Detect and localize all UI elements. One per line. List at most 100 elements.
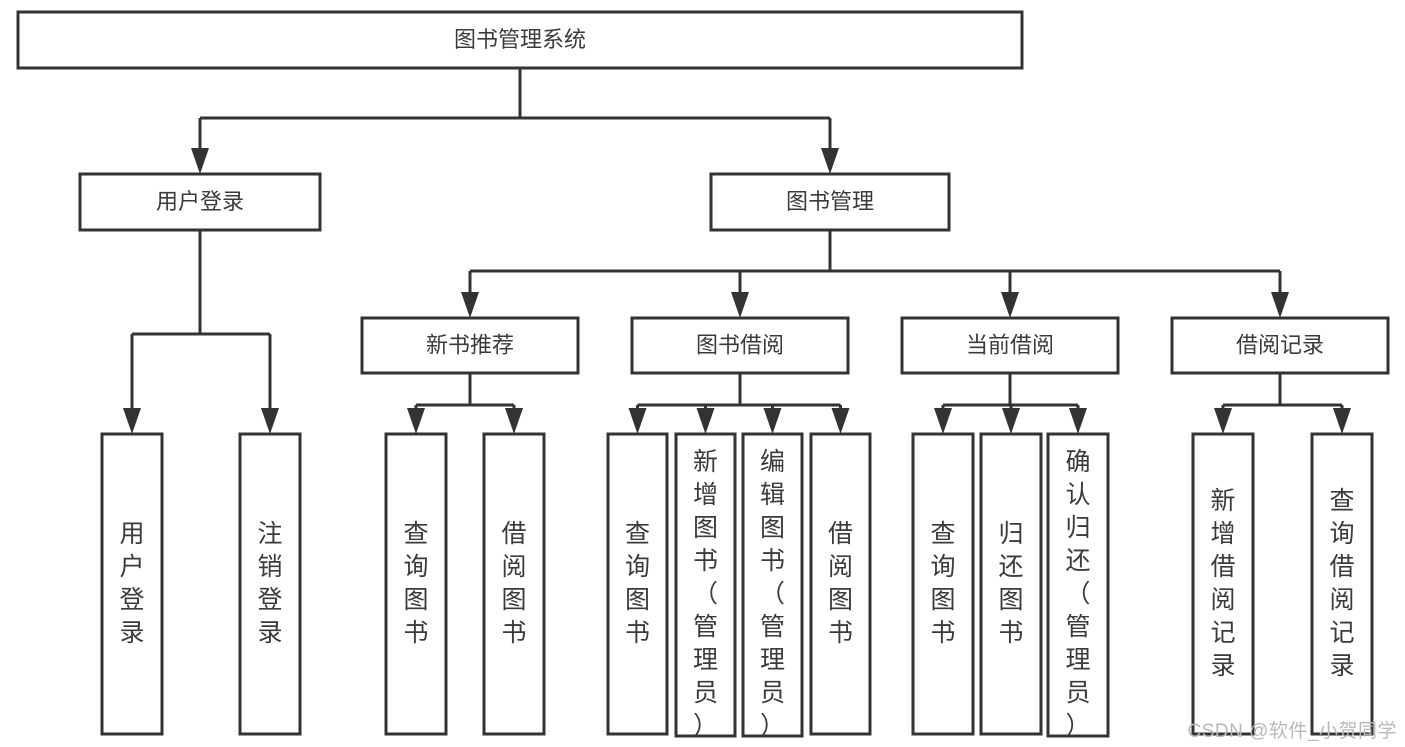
node-leaf-logout[interactable]: 注销登录注销登录 [238,432,302,736]
node-label-char: 借 [1329,553,1354,581]
node-label-char: 借 [501,520,526,548]
node-label-char: 询 [1329,520,1354,548]
node-label-char: 管 [760,613,785,641]
node-box [1310,432,1374,736]
node-label-char: 书 [693,547,718,575]
node-book-borrow[interactable]: 图书借阅 [630,316,850,375]
node-label-char: （ [760,580,785,608]
node-book-manage[interactable]: 图书管理 [709,172,951,232]
node-label-char: 登 [257,586,282,614]
node-box [360,316,580,375]
arrow-head-icon [461,292,479,318]
node-label: 图书借阅 [696,332,784,357]
arrow-head-icon [1333,408,1351,434]
node-label-char: 户 [119,553,144,581]
node-box [979,432,1043,736]
node-label-char: 归 [998,520,1023,548]
arrow-head-icon [261,408,279,434]
node-label-char: 辑 [760,481,785,509]
node-leaf-borrow-book-1[interactable]: 借阅图书借阅图书 [482,432,546,736]
node-label-char: 询 [625,553,650,581]
node-new-book-rec[interactable]: 新书推荐 [360,316,580,375]
node-leaf-borrow-book-2[interactable]: 借阅图书借阅图书 [809,432,872,736]
node-leaf-user-login[interactable]: 用户登录用户登录 [100,432,164,736]
node-leaf-query-book-3[interactable]: 查询图书查询图书 [911,432,975,736]
node-label-char: 书 [625,619,650,647]
node-label-char: 录 [257,619,282,647]
node-label-char: 查 [930,520,955,548]
node-label-char: 录 [1210,652,1235,680]
arrow-head-icon [934,408,952,434]
node-label-char: 用 [119,520,144,548]
node-label-char: ） [760,712,785,740]
arrow-head-icon [407,408,425,434]
node-label-char: 记 [1210,619,1235,647]
node-label-char: 借 [828,520,853,548]
node-label-char: 认 [1065,481,1090,509]
node-box [674,432,737,738]
csdn-watermark: CSDN @软件_小贺同学 [1187,721,1397,742]
node-box [384,432,448,736]
node-label-char: 新 [693,448,718,476]
node-current-borrow[interactable]: 当前借阅 [900,316,1120,375]
node-label-char: 录 [119,619,144,647]
arrow-head-icon [1069,408,1087,434]
node-leaf-query-record[interactable]: 查询借阅记录查询借阅记录 [1310,432,1374,736]
arrow-head-icon [831,408,850,434]
node-leaf-add-record[interactable]: 新增借阅记录新增借阅记录 [1191,432,1255,736]
node-label-char: 管 [693,613,718,641]
node-root[interactable]: 图书管理系统 [16,10,1024,70]
node-borrow-record[interactable]: 借阅记录 [1170,316,1390,375]
node-label-char: 书 [828,619,853,647]
node-label: 图书管理系统 [454,27,586,52]
node-label-char: 还 [998,553,1023,581]
arrow-head-icon [1001,292,1019,318]
node-label-char: 管 [1065,613,1090,641]
node-label: 当前借阅 [966,332,1054,357]
node-label-char: 增 [693,481,718,509]
node-box [900,316,1120,375]
node-box [482,432,546,736]
node-label-char: 阅 [501,553,526,581]
node-label-char: 书 [403,619,428,647]
node-box [809,432,872,736]
arrow-head-icon [763,408,782,434]
node-label-char: 书 [760,547,785,575]
arrow-head-icon [505,408,523,434]
node-leaf-query-book-2[interactable]: 查询图书查询图书 [606,432,669,736]
node-label-char: 员 [1065,679,1090,707]
node-label: 图书管理 [786,189,874,214]
node-box [16,10,1024,70]
node-leaf-query-book-1[interactable]: 查询图书查询图书 [384,432,448,736]
node-box [911,432,975,736]
node-layer: 图书管理系统用户登录图书管理新书推荐图书借阅当前借阅借阅记录用户登录用户登录注销… [16,10,1390,740]
arrow-head-icon [1002,408,1020,434]
node-label-char: 理 [760,646,785,674]
node-label-char: 员 [693,679,718,707]
node-label-char: 查 [625,520,650,548]
node-label-char: 新 [1210,487,1235,515]
node-user-login[interactable]: 用户登录 [78,172,322,232]
node-label-char: 询 [930,553,955,581]
node-label-char: 借 [1210,553,1235,581]
node-label-char: 查 [1329,487,1354,515]
node-box [1046,432,1110,738]
node-leaf-return-book[interactable]: 归还图书归还图书 [979,432,1043,736]
node-label-char: 阅 [1329,586,1354,614]
node-label-char: 图 [693,514,718,542]
node-box [1191,432,1255,736]
arrow-head-icon [628,408,647,434]
node-label-char: 图 [760,514,785,542]
node-box [238,432,302,736]
arrow-head-icon [731,292,749,318]
arrow-head-icon [1271,292,1289,318]
node-label-char: 注 [257,520,282,548]
node-label-char: 书 [930,619,955,647]
node-label-char: 录 [1329,652,1354,680]
node-label-char: 增 [1210,520,1235,548]
